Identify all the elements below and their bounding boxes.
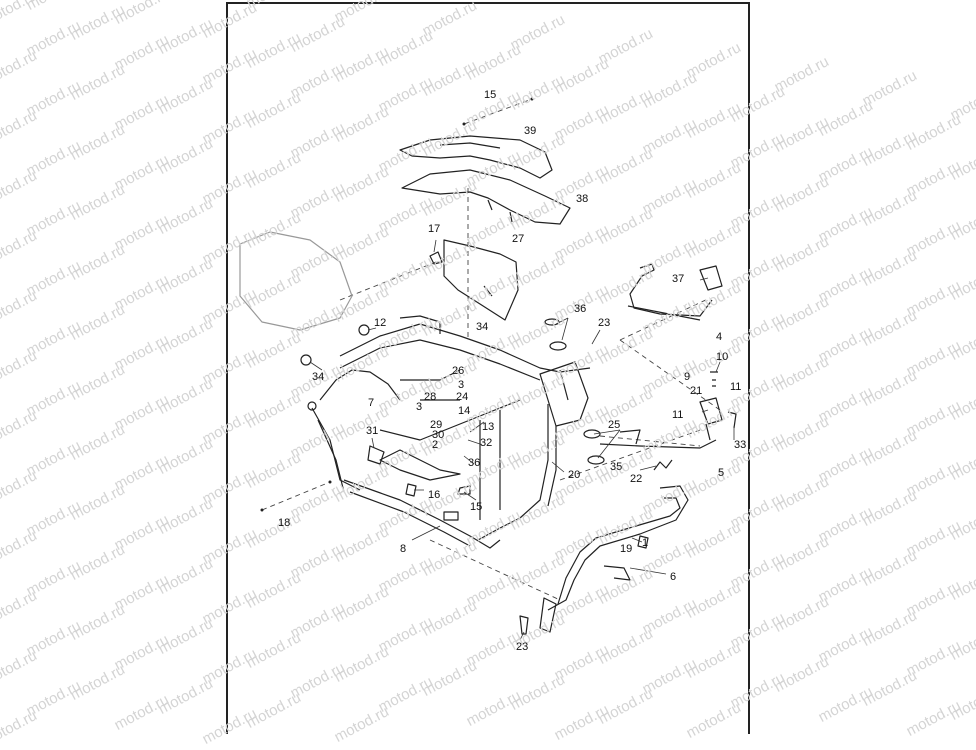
- callout-number: 6: [670, 571, 677, 583]
- callout-number: 8: [400, 543, 407, 555]
- callout-number: 14: [458, 405, 471, 417]
- callout-number: 23: [516, 641, 529, 653]
- callout-number: 13: [482, 421, 495, 433]
- callout-number: 26: [452, 365, 465, 377]
- frame-assembly-drawing: [239, 97, 737, 641]
- callout-number: 5: [718, 467, 725, 479]
- callout-number: 18: [278, 517, 291, 529]
- callout-number: 9: [684, 371, 691, 383]
- callout-number: 2: [432, 439, 439, 451]
- callout-number: 33: [734, 439, 747, 451]
- callout-number: 21: [690, 385, 703, 397]
- callout-number: 17: [428, 223, 441, 235]
- callout-number: 25: [608, 419, 621, 431]
- callout-number: 24: [456, 391, 469, 403]
- callout-number: 27: [512, 233, 525, 245]
- callout-number: 1: [642, 537, 649, 549]
- callout-number: 3: [416, 401, 423, 413]
- callout-number: 34: [476, 321, 489, 333]
- callout-number: 15: [484, 89, 497, 101]
- callout-number: 23: [598, 317, 611, 329]
- callout-number: 20: [568, 469, 581, 481]
- callout-number: 30: [432, 429, 445, 441]
- callout-number: 28: [424, 391, 437, 403]
- callout-number: 31: [366, 425, 379, 437]
- callout-number: 39: [524, 125, 537, 137]
- callout-number: 36: [468, 457, 481, 469]
- callout-number: 19: [620, 543, 633, 555]
- callout-number: 36: [574, 303, 587, 315]
- callout-number: 35: [610, 461, 623, 473]
- callout-number: 37: [672, 273, 685, 285]
- callout-number: 10: [716, 351, 729, 363]
- callout-number: 32: [480, 437, 493, 449]
- callout-number: 16: [428, 489, 441, 501]
- callout-number: 11: [672, 409, 684, 421]
- callout-number: 7: [368, 397, 375, 409]
- callout-number: 12: [374, 317, 387, 329]
- callout-number: 11: [730, 381, 742, 393]
- callout-number: 4: [716, 331, 723, 343]
- callout-number: 3: [458, 379, 465, 391]
- callout-number: 38: [576, 193, 589, 205]
- callout-number: 29: [430, 419, 443, 431]
- callout-number: 15: [470, 501, 483, 513]
- callout-number: 22: [630, 473, 643, 485]
- diagram-frame: [226, 2, 750, 734]
- callout-number: 34: [312, 371, 325, 383]
